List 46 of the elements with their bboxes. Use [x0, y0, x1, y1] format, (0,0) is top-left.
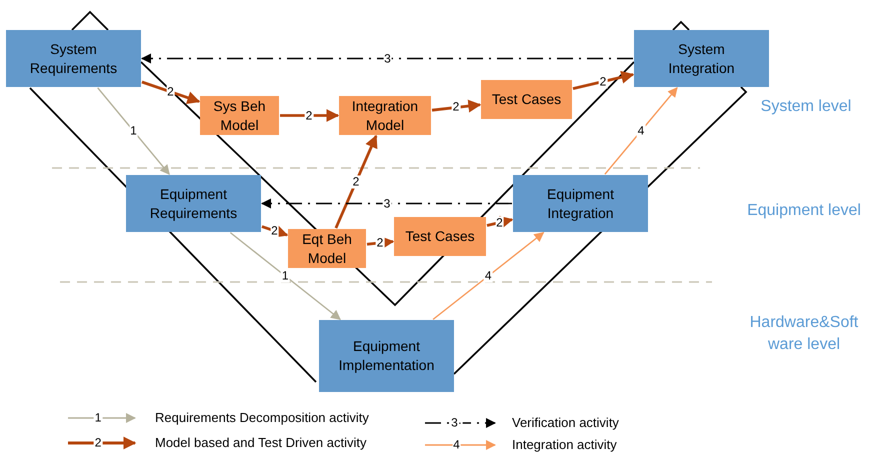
legend-sample-number: 2 [94, 436, 102, 450]
arrow [280, 109, 340, 122]
arrow [141, 54, 633, 64]
legend-sample-number: 4 [452, 438, 461, 452]
edge-label: 2 [376, 236, 384, 250]
arrow [261, 198, 512, 208]
legend-label: Model based and Test Driven activity [155, 435, 366, 451]
level-label: System level [760, 97, 852, 117]
arrow [230, 232, 341, 320]
arrow [432, 232, 544, 320]
edge-label: 3 [383, 52, 392, 65]
process-box: Test Cases [481, 80, 572, 119]
legend-sample-number: 3· [450, 416, 463, 430]
edge-label: 2 [166, 85, 175, 98]
arrow [604, 87, 678, 175]
process-box: Equipment Requirements [126, 175, 261, 232]
process-box: Sys Beh Model [200, 96, 279, 135]
process-box: Equipment Integration [513, 175, 648, 232]
edge-label: 3 [382, 197, 392, 210]
arrow [97, 87, 170, 175]
process-box: Eqt Beh Model [288, 229, 366, 268]
arrow [334, 134, 378, 229]
edge-label: 1 [280, 270, 290, 282]
edge-label: 2 [495, 216, 504, 230]
process-box: System Integration [634, 30, 769, 87]
arrow [262, 225, 288, 238]
edge-label: 2 [352, 176, 360, 188]
legend-label: Requirements Decomposition activity [155, 410, 369, 426]
edge-label: 4 [636, 124, 646, 138]
process-box: Test Cases [394, 217, 486, 256]
edge-label: 2 [598, 75, 608, 88]
arrow [572, 70, 634, 90]
arrow [141, 80, 200, 104]
level-label: Equipment level [746, 201, 862, 221]
legend-label: Verification activity [512, 415, 619, 431]
process-box: Integration Model [339, 96, 431, 135]
legend-label: Integration activity [512, 437, 617, 453]
process-box: Equipment Implementation [319, 320, 454, 392]
level-label: Hardware&Soft ware level [748, 313, 860, 355]
edge-label: 2 [304, 109, 314, 122]
edge-label: 2 [270, 224, 279, 238]
legend-sample-number: 1 [94, 412, 102, 424]
edge-label: 4 [484, 270, 493, 282]
edge-label: 1 [129, 124, 138, 138]
arrow [432, 100, 482, 113]
process-box: System Requirements [6, 30, 141, 87]
